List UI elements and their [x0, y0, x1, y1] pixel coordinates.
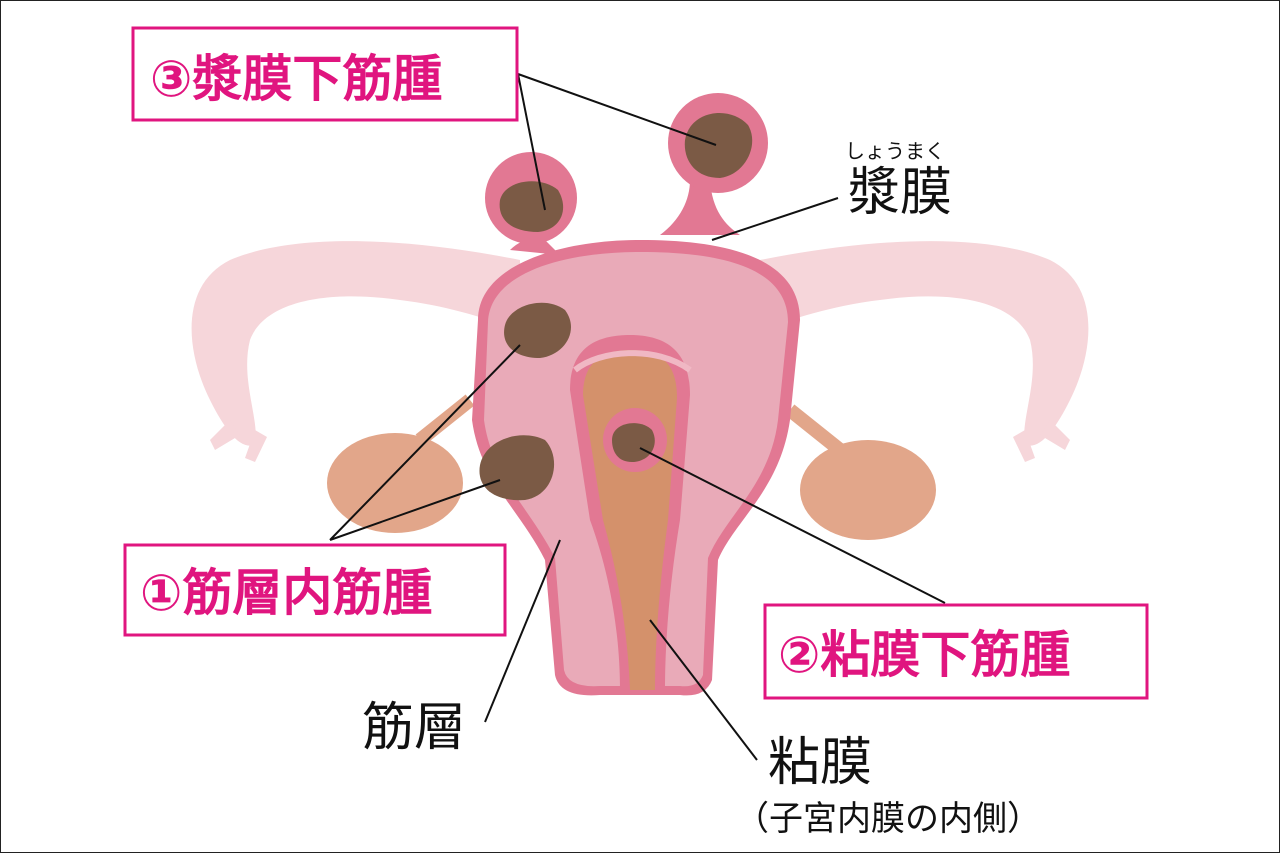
intramural-fibroid-lower: [479, 435, 555, 501]
intramural-label-box: [123, 543, 507, 637]
left-fallopian-tube: [191, 241, 520, 462]
left-ovarian-ligament: [415, 394, 475, 446]
right-ovarian-ligament: [785, 404, 845, 456]
right-fallopian-tube: [760, 241, 1089, 462]
submucosal-label-box: [763, 603, 1149, 700]
cavity-lining: [573, 350, 692, 373]
leader-lines: [329, 73, 946, 761]
serosa-label: 漿膜: [848, 163, 952, 223]
mucosa-note: （子宮内膜の内側）: [735, 799, 1041, 839]
intramural-fibroid-upper: [504, 302, 571, 358]
subserosal-fibroid-left: [499, 181, 564, 232]
stalk-left: [510, 238, 560, 255]
right-ovary: [800, 440, 936, 540]
submucosal-fibroid-label: ②粘膜下筋腫: [778, 626, 1070, 684]
subserosal-fibroid-label: ③漿膜下筋腫: [150, 50, 442, 108]
subserosal-label-box: [131, 26, 519, 122]
intramural-fibroid-label: ①筋層内筋腫: [140, 564, 432, 622]
mucosa-label: 粘膜: [768, 733, 872, 793]
stalk-right: [660, 180, 740, 235]
submucosal-fibroid: [612, 423, 655, 462]
serosa-ruby: しょうまく: [845, 139, 945, 163]
myometrium-label: 筋層: [362, 698, 466, 758]
subserosal-fibroid-right: [684, 113, 753, 178]
